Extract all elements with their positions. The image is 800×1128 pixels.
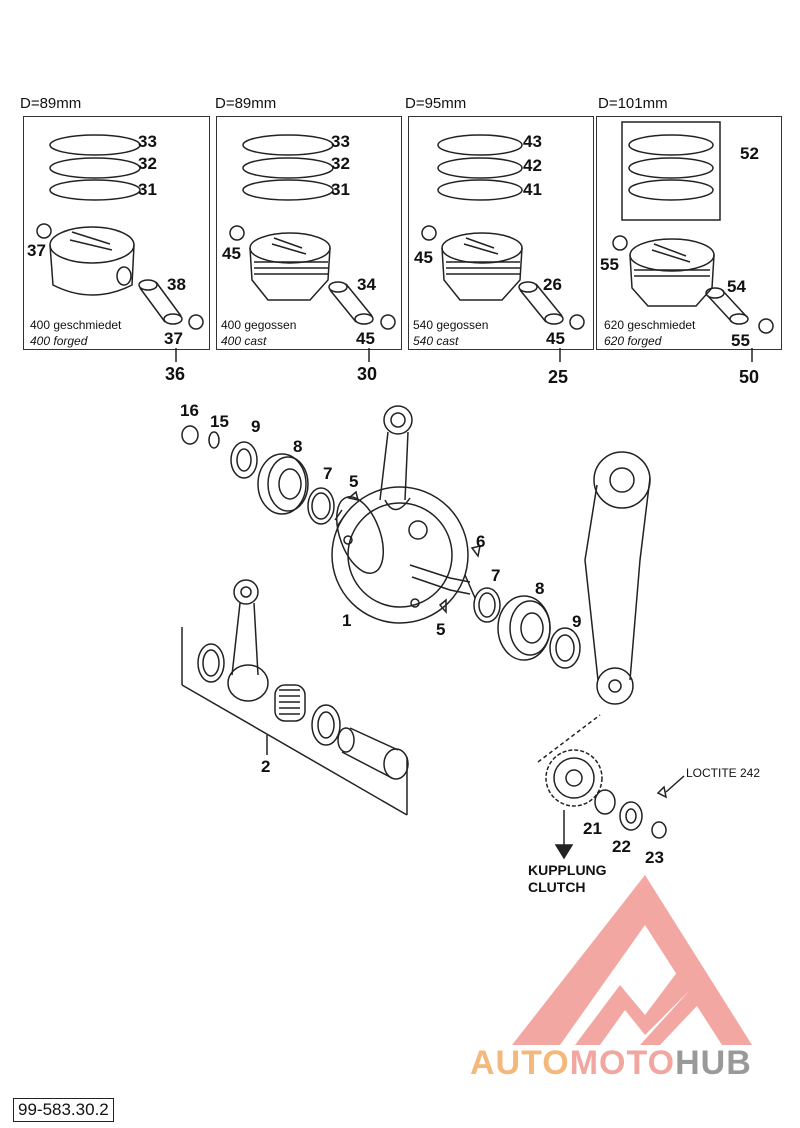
kit-caption-de: 400 geschmiedet — [30, 318, 122, 332]
part-callout: 31 — [331, 180, 350, 199]
kit-diameter-label: D=101mm — [598, 95, 668, 112]
part-callout: 21 — [583, 819, 602, 838]
kit-number: 30 — [357, 364, 378, 384]
kit-number: 25 — [548, 367, 569, 387]
timing-chain — [584, 451, 651, 705]
part-callout: 33 — [331, 132, 350, 151]
brand-part-auto: AUTO — [470, 1044, 570, 1082]
piston-pin — [518, 281, 564, 325]
kit-caption-en: 400 cast — [221, 334, 267, 348]
part-callout: 37 — [164, 329, 183, 348]
part-callout: 6 — [476, 532, 486, 551]
part-callout: 32 — [138, 154, 157, 173]
primary-gear — [537, 714, 685, 860]
part-callout: 7 — [491, 566, 501, 585]
kit-diameter-label: D=89mm — [20, 95, 82, 112]
brand-part-hub: HUB — [675, 1044, 752, 1082]
kit-caption-de: 540 gegossen — [413, 318, 489, 332]
part-callout: 52 — [740, 144, 759, 163]
part-callout: 8 — [535, 579, 545, 598]
piston-rings — [437, 134, 523, 201]
kit-caption-en: 400 forged — [30, 334, 88, 348]
piston — [49, 226, 135, 296]
part-callout: 37 — [27, 241, 46, 260]
circlip — [612, 235, 774, 334]
ring-set-frame — [621, 121, 721, 221]
part-callout: 45 — [414, 248, 433, 267]
part-callout: 42 — [523, 156, 542, 175]
part-callout: 23 — [645, 848, 664, 867]
kit-diameter-label: D=95mm — [405, 95, 467, 112]
part-callout: 55 — [731, 331, 750, 350]
part-callout: 5 — [349, 472, 359, 491]
piston-pin — [138, 279, 183, 325]
part-callout: 31 — [138, 180, 157, 199]
clutch-label-de: KUPPLUNG — [528, 862, 607, 878]
kit-caption: 620 geschmiedet 620 forged — [604, 317, 695, 349]
piston-kit-box — [23, 116, 210, 350]
part-callout: 45 — [222, 244, 241, 263]
crankshaft — [331, 486, 476, 624]
part-callout: 26 — [543, 275, 562, 294]
part-callout: 5 — [436, 620, 446, 639]
circlip — [36, 223, 204, 330]
kit-caption-de: 400 gegossen — [221, 318, 297, 332]
part-callout: 34 — [357, 275, 376, 294]
loctite-label: LOCTITE 242 — [686, 766, 761, 780]
part-callout: 33 — [138, 132, 157, 151]
kit-caption-en: 540 cast — [413, 334, 459, 348]
kit-caption-en: 620 forged — [604, 334, 662, 348]
part-callout: 45 — [546, 329, 565, 348]
bearing-parts — [438, 544, 581, 669]
part-callout: 38 — [167, 275, 186, 294]
connecting-rod — [379, 405, 413, 511]
kit-diameter-label: D=89mm — [215, 95, 277, 112]
part-callout: 32 — [331, 154, 350, 173]
piston-kit-box — [596, 116, 782, 350]
part-callout: 16 — [180, 401, 199, 420]
part-callout: 8 — [293, 437, 303, 456]
kit-caption: 540 gegossen 540 cast — [413, 317, 488, 349]
part-callout: 54 — [727, 277, 746, 296]
piston — [249, 232, 331, 301]
part-callout: 43 — [523, 132, 542, 151]
part-callout: 22 — [612, 837, 631, 856]
piston — [629, 238, 715, 307]
watermark-logo — [512, 875, 752, 1045]
piston-pin — [705, 287, 749, 325]
part-callout: 1 — [342, 611, 352, 630]
bearing-parts — [181, 425, 360, 525]
circlip — [421, 225, 585, 330]
piston-rings — [49, 134, 141, 201]
kit-caption-de: 620 geschmiedet — [604, 318, 696, 332]
clutch-label-en: CLUTCH — [528, 879, 586, 895]
circlip — [229, 225, 396, 330]
part-callout: 7 — [323, 464, 333, 483]
part-callout: 41 — [523, 180, 542, 199]
piston-rings — [628, 134, 714, 201]
kit-number: 36 — [165, 364, 186, 384]
kit-number: 50 — [739, 367, 760, 387]
part-callout: 9 — [572, 612, 582, 631]
piston-rings — [242, 134, 334, 201]
piston-pin — [328, 281, 374, 325]
document-number: 99-583.30.2 — [13, 1098, 114, 1122]
part-callout: 15 — [210, 412, 229, 431]
part-callout: 9 — [251, 417, 261, 436]
kit-caption: 400 geschmiedet 400 forged — [30, 317, 121, 349]
piston — [441, 232, 523, 301]
kit-caption: 400 gegossen 400 cast — [221, 317, 296, 349]
piston-kit-box — [408, 116, 594, 350]
part-callout: 55 — [600, 255, 619, 274]
watermark-brand: AUTOMOTOHUB — [470, 1044, 752, 1083]
piston-kit-box — [216, 116, 402, 350]
part-callout: 2 — [261, 757, 271, 776]
conrod-kit — [181, 579, 409, 816]
part-callout: 45 — [356, 329, 375, 348]
brand-part-moto: MOTO — [569, 1044, 676, 1082]
